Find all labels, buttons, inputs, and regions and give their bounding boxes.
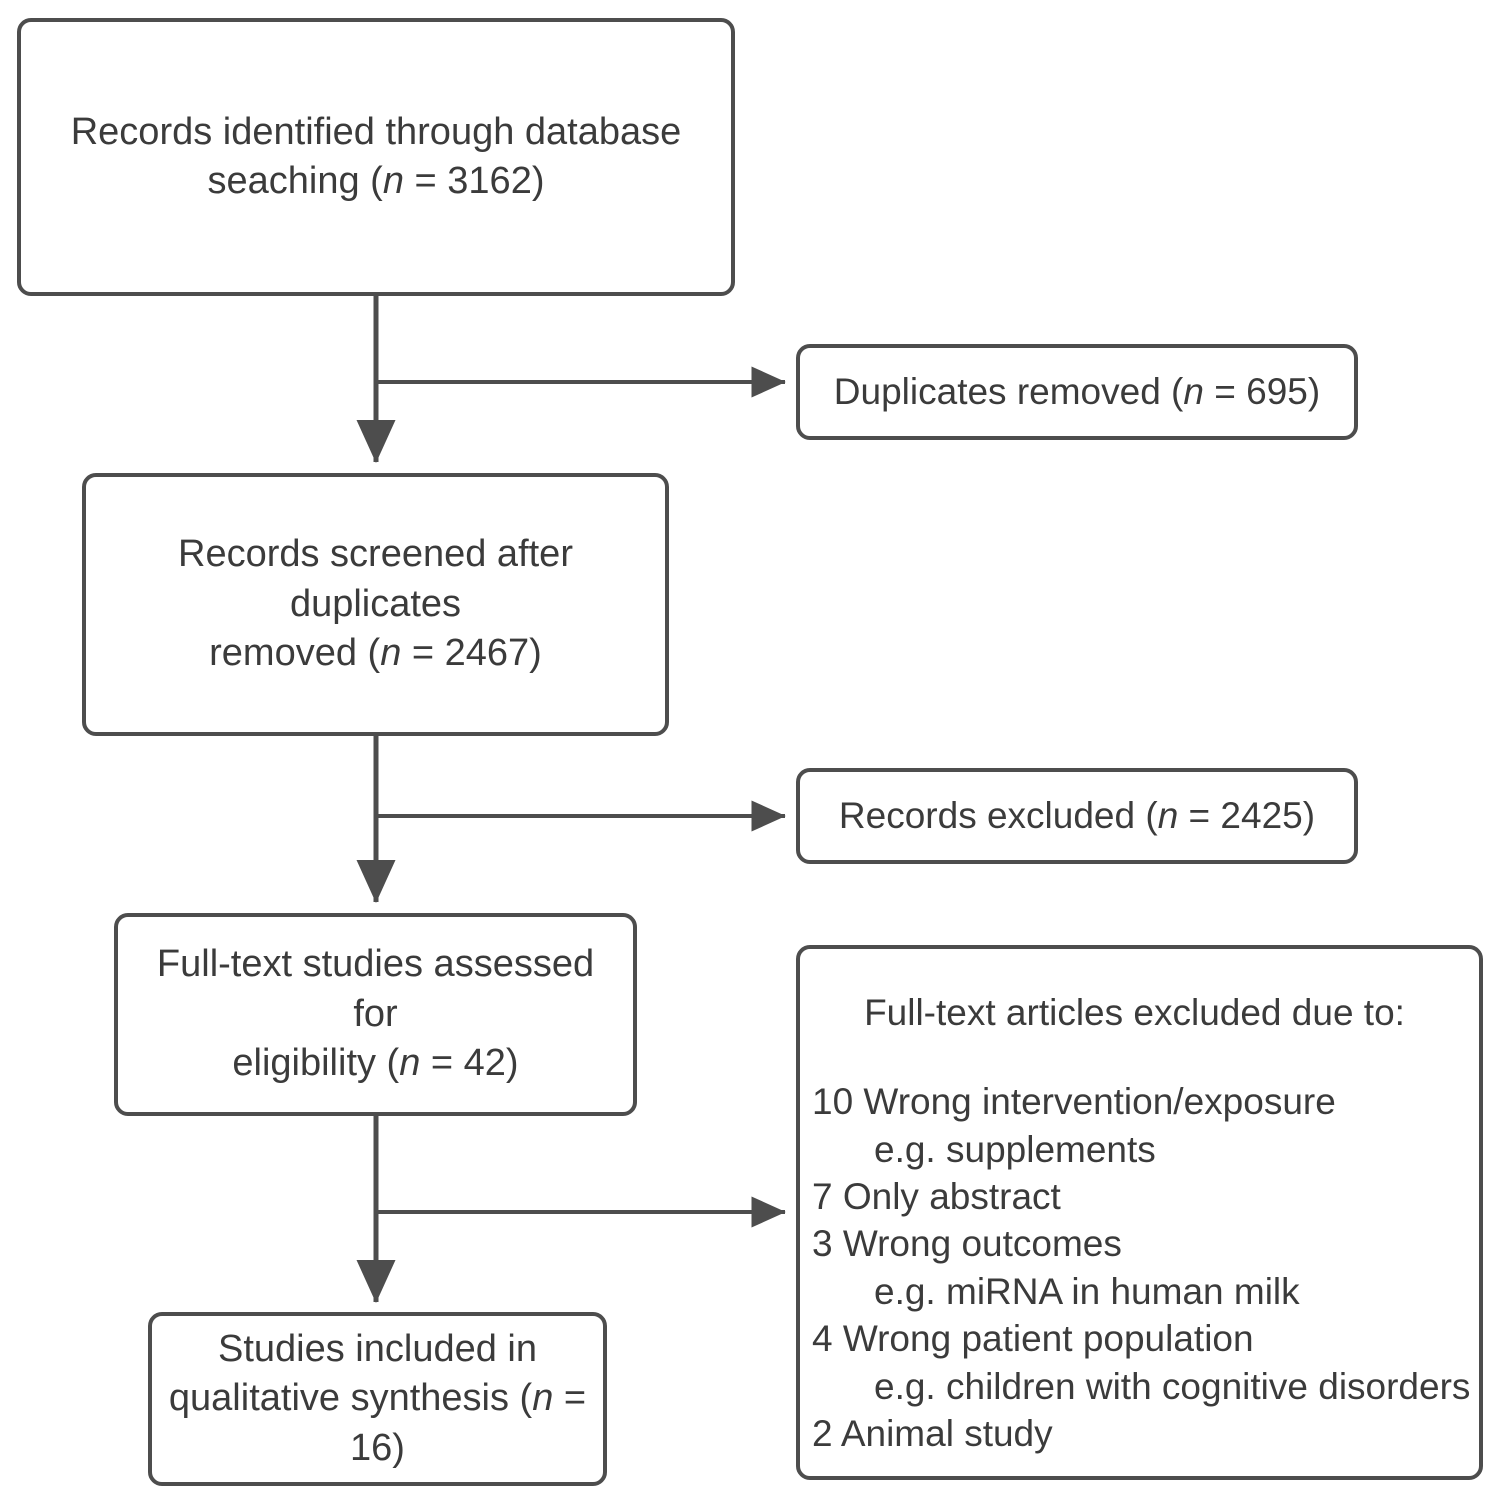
node-records-excluded-text: Records excluded (n = 2425) [838,794,1316,836]
list-item: e.g. miRNA in human milk [874,1270,1300,1312]
exclusion-reasons-body: Full-text articles excluded due to: 10 W… [800,949,1479,1467]
list-item: e.g. supplements [874,1128,1156,1170]
list-item: 10 Wrong intervention/exposure [812,1081,1336,1123]
node-fulltext-exclusion-reasons: Full-text articles excluded due to: 10 W… [796,945,1483,1480]
list-item: 2 Animal study [812,1412,1053,1454]
exclusion-reasons-title: Full-text articles excluded due to: [864,992,1405,1033]
list-item: 3 Wrong outcomes [812,1223,1122,1265]
list-item: e.g. children with cognitive disorders [874,1365,1471,1407]
node-duplicates-removed: Duplicates removed (n = 695) [796,344,1358,440]
list-item: 4 Wrong patient population [812,1318,1254,1360]
exclusion-reasons-list: 10 Wrong intervention/exposure e.g. supp… [812,1078,1473,1457]
node-duplicates-removed-text: Duplicates removed (n = 695) [833,370,1321,412]
node-records-excluded: Records excluded (n = 2425) [796,768,1358,864]
list-item: 7 Only abstract [812,1176,1061,1218]
